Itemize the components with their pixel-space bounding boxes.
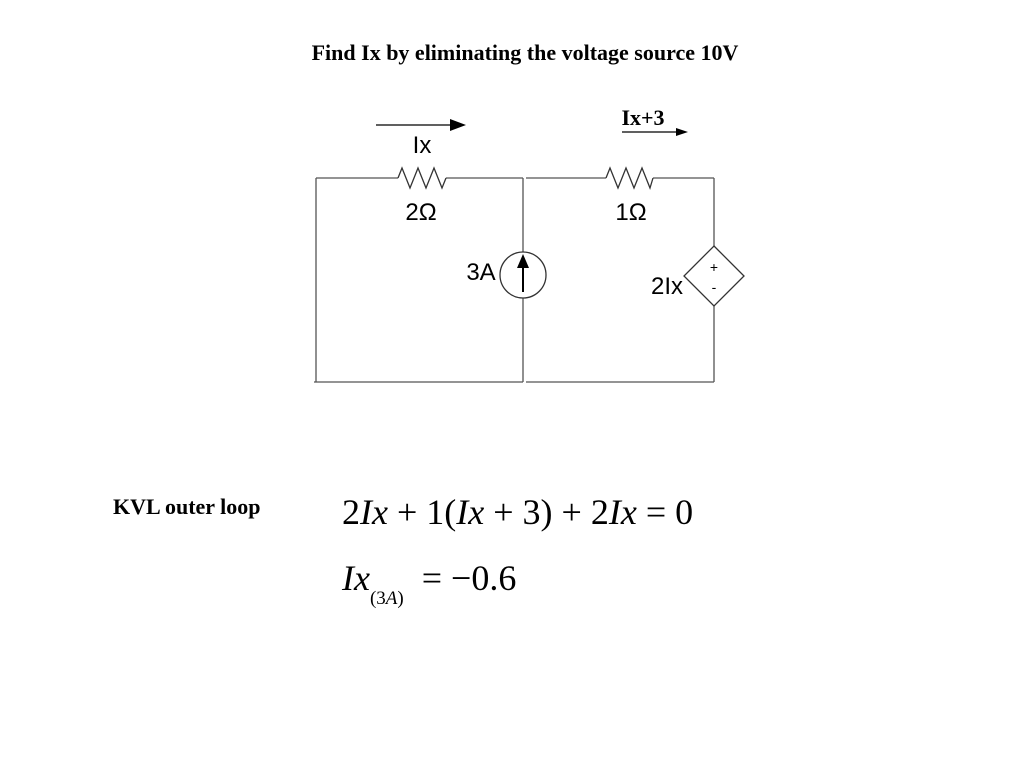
- arrow-ix-plus-3: [622, 128, 688, 136]
- current-source-3a: [499, 251, 547, 299]
- label-2ohm: 2Ω: [405, 199, 436, 226]
- minus-sign: -: [712, 279, 717, 295]
- label-1ohm: 1Ω: [615, 199, 646, 226]
- result-equation: Ix(3A) = −0.6: [342, 558, 517, 609]
- arrow-ix: [376, 119, 466, 131]
- resistor-1ohm: [605, 166, 654, 190]
- label-2ix: 2Ix: [651, 273, 683, 300]
- page-title: Find Ix by eliminating the voltage sourc…: [311, 40, 739, 65]
- label-ix-plus-3: Ix+3: [621, 105, 664, 130]
- label-ix: Ix: [413, 132, 432, 159]
- kvl-label: KVL outer loop: [113, 494, 261, 519]
- plus-sign: +: [710, 259, 718, 275]
- kvl-equation: 2Ix + 1(Ix + 3) + 2Ix = 0: [342, 492, 694, 532]
- resistor-2ohm: [397, 166, 447, 190]
- label-3a: 3A: [466, 259, 495, 286]
- dependent-voltage-source: [683, 245, 745, 307]
- result-subscript: (3A): [369, 588, 404, 609]
